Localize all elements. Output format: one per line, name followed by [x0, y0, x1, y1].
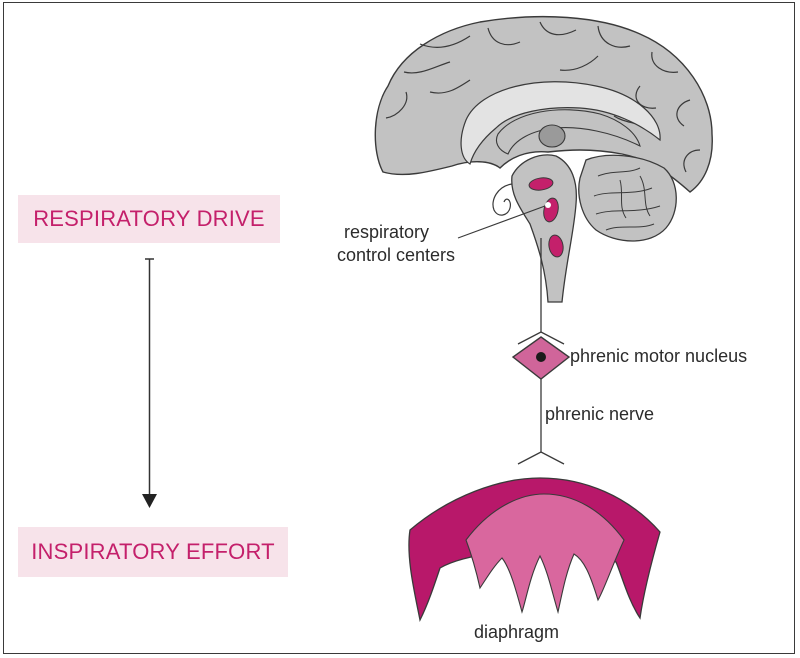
phrenic-nerve-label: phrenic nerve: [545, 404, 655, 424]
inspiratory-effort-label: INSPIRATORY EFFORT: [31, 539, 275, 564]
control-centers-label-line2: control centers: [337, 245, 456, 265]
control-centers-label-line1: respiratory: [344, 222, 430, 242]
synapse-fork: [517, 331, 565, 345]
respiratory-drive-box: RESPIRATORY DRIVE: [18, 195, 280, 243]
nerve-terminal-fork: [517, 451, 565, 465]
respiratory-drive-label: RESPIRATORY DRIVE: [33, 206, 265, 231]
diaphragm-label: diaphragm: [474, 622, 560, 642]
arrow-down-icon: [142, 258, 157, 508]
brain-icon: [374, 15, 713, 303]
phrenic-motor-nucleus-label: phrenic motor nucleus: [570, 346, 748, 366]
diaphragm-icon: [408, 477, 661, 622]
leader-line: [457, 205, 546, 239]
inspiratory-effort-box: INSPIRATORY EFFORT: [18, 527, 288, 577]
motor-neuron-icon: [511, 336, 571, 380]
